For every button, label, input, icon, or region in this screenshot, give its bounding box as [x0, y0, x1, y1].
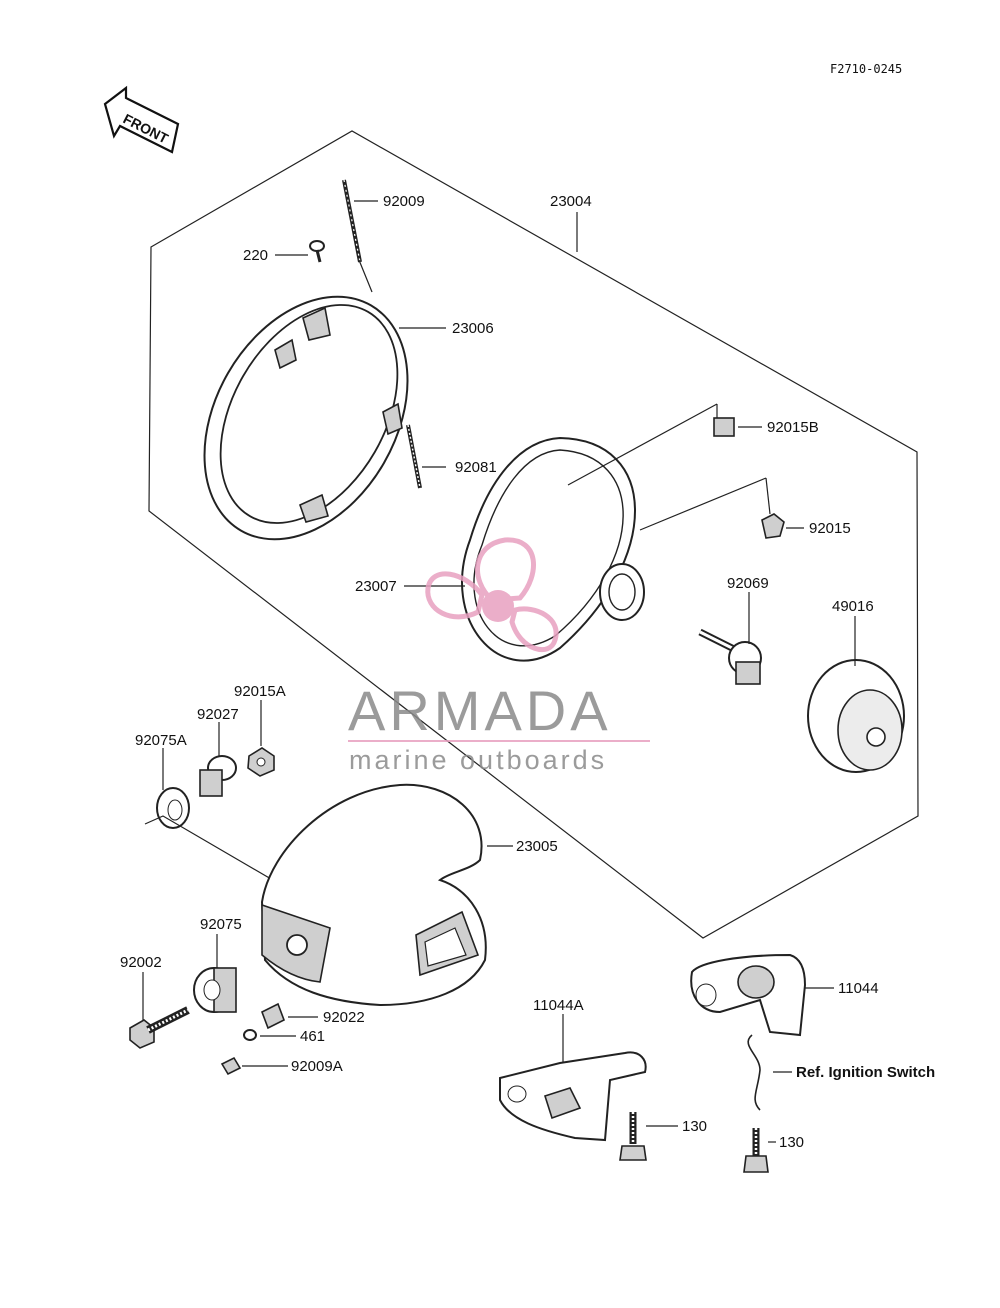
screw-92009	[342, 179, 378, 293]
spring-92081	[406, 424, 446, 489]
headlight-housing-23005	[260, 783, 513, 1007]
label-92015A: 92015A	[234, 683, 286, 700]
label-ref-ignition-switch: Ref. Ignition Switch	[796, 1064, 935, 1081]
screw-92009A	[220, 1056, 288, 1076]
watermark-tagline: marine outboards	[349, 745, 607, 775]
nut-92015A	[247, 700, 275, 777]
armada-logo: ARMADA marine outboards	[348, 537, 650, 775]
label-49016: 49016	[832, 598, 874, 615]
label-23005: 23005	[516, 838, 558, 855]
label-23007: 23007	[355, 578, 397, 595]
bolt-92002	[129, 972, 190, 1049]
label-11044: 11044	[838, 980, 879, 997]
label-92081: 92081	[455, 459, 497, 476]
label-23004: 23004	[550, 193, 592, 210]
label-92075A: 92075A	[135, 732, 187, 749]
label-92009: 92009	[383, 193, 425, 210]
watermark-brand: ARMADA	[348, 679, 612, 742]
label-92075: 92075	[200, 916, 242, 933]
bolt-130-left	[619, 1112, 678, 1161]
screw-220	[275, 240, 325, 263]
label-92015B: 92015B	[767, 419, 819, 436]
bulb-92069	[698, 592, 762, 685]
label-92015: 92015	[809, 520, 851, 537]
label-130-left: 130	[682, 1118, 707, 1135]
propeller-icon	[425, 537, 559, 653]
label-92009A: 92009A	[291, 1058, 343, 1075]
washer-461	[243, 1029, 296, 1041]
label-220: 220	[243, 247, 268, 264]
label-92027: 92027	[197, 706, 239, 723]
cap-92022	[260, 1002, 318, 1030]
bolt-130-right	[743, 1128, 776, 1173]
diagram-code: F2710-0245	[830, 62, 902, 76]
cover-49016	[807, 616, 905, 773]
collar-92027	[199, 722, 237, 797]
grommet-92075A	[156, 748, 190, 829]
label-461: 461	[300, 1028, 325, 1045]
nut-92015	[639, 477, 804, 539]
label-23006: 23006	[452, 320, 494, 337]
headlight-unit-23007	[404, 436, 645, 662]
label-92002: 92002	[120, 954, 162, 971]
grommet-92075	[193, 934, 237, 1013]
label-130-right: 130	[779, 1134, 804, 1151]
assembly-23004-outline	[148, 130, 919, 939]
label-92069: 92069	[727, 575, 769, 592]
bracket-11044	[690, 953, 834, 1111]
headlight-rim-23006	[203, 295, 446, 541]
label-11044A: 11044A	[533, 997, 584, 1014]
bracket-11044A	[499, 1014, 647, 1142]
label-92022: 92022	[323, 1009, 365, 1026]
front-arrow-icon: FRONT	[103, 85, 180, 154]
nut-92015B	[567, 403, 762, 486]
